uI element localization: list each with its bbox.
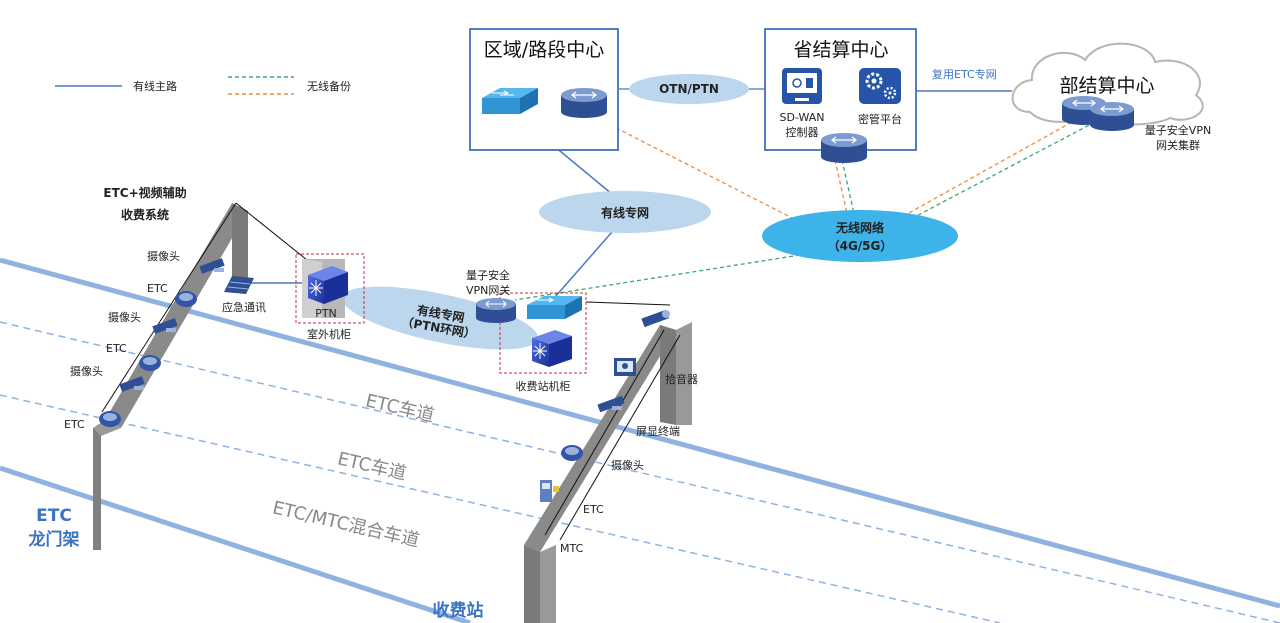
station-vpn-router-icon — [476, 298, 516, 323]
ministry-center-title: 部结算中心 — [1059, 75, 1154, 97]
emergency-comm-icon — [224, 276, 254, 294]
wireless-link-green-2 — [904, 121, 1096, 223]
etc-antenna-icon-1 — [175, 291, 197, 307]
gantry-etc-label-3: ETC — [64, 418, 85, 431]
ministry-center: 部结算中心 — [1011, 42, 1204, 131]
regional-switch-icon — [482, 88, 538, 114]
legend-wireless-label: 无线备份 — [307, 79, 351, 93]
station-vpn-label-line1: 量子安全 — [466, 268, 510, 282]
gantry-etc-label-2: ETC — [106, 342, 127, 355]
provincial-router-icon — [821, 133, 867, 163]
station-cabinet-device-icon — [532, 330, 572, 367]
wired-network-cloud — [539, 191, 711, 233]
etc-antenna-icon-3 — [99, 411, 121, 427]
wireless-link-orange-2 — [899, 111, 1091, 219]
otn-ptn-label: OTN/PTN — [659, 82, 719, 96]
vpn-cluster-label-line1: 量子安全VPN — [1145, 123, 1211, 137]
station-camera-icon — [597, 395, 625, 413]
lane-label-1: ETC车道 — [363, 390, 436, 426]
lane-label-3: ETC/MTC混合车道 — [270, 497, 421, 551]
regional-center-title: 区域/路段中心 — [484, 39, 604, 61]
system-title-line1: ETC+视频辅助 — [103, 185, 186, 200]
sdwan-label-line2: 控制器 — [786, 125, 819, 139]
outdoor-cabinet-label: 室外机柜 — [307, 327, 351, 341]
wireless-network-label-line1: 无线网络 — [835, 220, 884, 235]
station-camera-label: 摄像头 — [611, 458, 644, 472]
road-lines — [0, 257, 1280, 623]
legend-wired-label: 有线主路 — [133, 79, 177, 93]
outdoor-cabinet — [295, 253, 365, 324]
ptn-device-icon — [308, 266, 348, 304]
gantry-place-label-line2: 龙门架 — [28, 529, 80, 550]
wired-link-station — [554, 231, 613, 298]
wireless-network-label-line2: （4G/5G） — [828, 238, 893, 253]
pickup-label: 拾音器 — [665, 372, 698, 386]
gantry-camera-label-3: 摄像头 — [70, 364, 103, 378]
station-etc-antenna-icon — [561, 445, 583, 461]
gantry-etc-label-1: ETC — [147, 282, 168, 295]
station-vpn-label-line2: VPN网关 — [466, 283, 510, 297]
station-etc-label: ETC — [583, 503, 604, 516]
camera-icon-1 — [199, 258, 225, 274]
station-switch-icon — [527, 296, 582, 319]
toll-station-cabinet — [499, 292, 587, 374]
wired-network-label: 有线专网 — [601, 205, 649, 220]
regional-router-icon — [561, 88, 607, 118]
gantry-place-label-line1: ETC — [36, 506, 72, 526]
wireless-network-cloud — [762, 210, 958, 262]
toll-booth-structure — [524, 301, 692, 623]
mtc-terminal-icon — [540, 480, 559, 502]
sdwan-controller-icon — [782, 68, 822, 104]
camera-icon-2 — [152, 318, 178, 334]
lane-label-2: ETC车道 — [335, 448, 408, 484]
ptn-label: PTN — [315, 307, 337, 320]
etc-antenna-icon-2 — [139, 355, 161, 371]
key-management-icon — [859, 68, 901, 104]
wireless-link-orange-1 — [584, 111, 801, 223]
ptn-ring-cloud — [342, 286, 538, 350]
regional-center: 区域/路段中心 — [469, 28, 619, 151]
gantry-camera-label-2: 摄像头 — [108, 310, 141, 324]
legend: 有线主路 无线备份 — [55, 76, 351, 95]
toll-station-place-label: 收费站 — [433, 600, 484, 621]
pickup-microphone-icon — [641, 309, 670, 328]
vpn-cluster-label-line2: 网关集群 — [1156, 138, 1200, 152]
station-mtc-label: MTC — [560, 542, 584, 555]
key-mgmt-label: 密管平台 — [858, 112, 902, 126]
etc-private-network-label: 复用ETC专网 — [932, 67, 997, 81]
gantry-camera-label-1: 摄像头 — [147, 249, 180, 263]
emergency-comm-label: 应急通讯 — [222, 300, 266, 314]
provincial-center-title: 省结算中心 — [793, 39, 888, 61]
etc-gantry — [93, 202, 323, 550]
camera-icon-3 — [119, 376, 145, 392]
station-cabinet-label: 收费站机柜 — [516, 379, 571, 393]
screen-terminal-label: 屏显终端 — [636, 424, 680, 438]
system-title-line2: 收费系统 — [121, 207, 169, 222]
otn-ptn-cloud — [629, 74, 749, 104]
vpn-cluster-router-icon-2 — [1090, 102, 1134, 131]
screen-terminal-icon — [614, 358, 636, 376]
provincial-center: 省结算中心 SD-WAN 控制器 密管平台 — [764, 28, 917, 163]
sdwan-label-line1: SD-WAN — [779, 111, 824, 124]
